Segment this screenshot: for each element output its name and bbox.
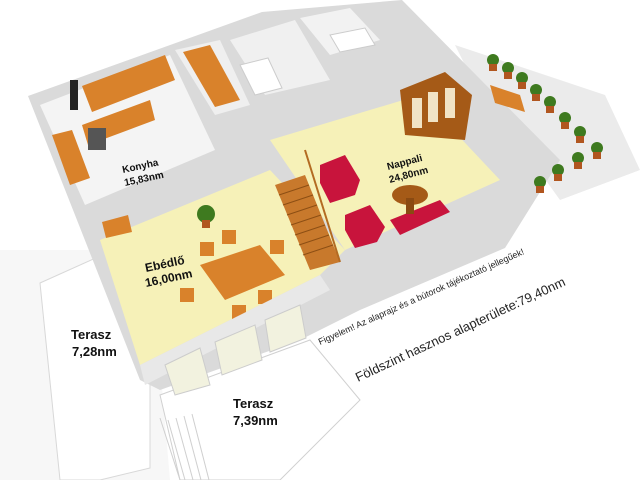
wardrobe-glass-2	[428, 92, 438, 122]
coffee-table-leg	[406, 198, 414, 214]
kitchen-upper-cabinets	[82, 55, 175, 112]
dining-sideboard	[102, 215, 132, 238]
sink-icon	[329, 27, 376, 53]
coffee-table	[392, 185, 428, 205]
window-2	[214, 324, 263, 376]
wardrobe-glass-3	[445, 88, 455, 118]
area-terasz-left: 7,28nm	[72, 344, 117, 359]
armchair-1	[320, 155, 360, 203]
terrace-railing	[159, 413, 210, 480]
oven-icon	[88, 128, 106, 150]
window-1	[164, 347, 211, 396]
dining-table	[200, 245, 285, 300]
chimney-hood-icon	[70, 80, 78, 110]
sofa	[390, 200, 450, 235]
bathtub-icon	[239, 57, 283, 96]
kitchen-side-cabinet	[52, 130, 90, 185]
terrace-right	[455, 45, 640, 200]
label-terasz-front: Terasz	[233, 396, 274, 411]
area-terasz-front: 7,39nm	[233, 413, 278, 428]
pantry-shelf	[183, 45, 240, 107]
dining-chairs	[180, 230, 284, 319]
wardrobe-glass-1	[412, 98, 422, 128]
terrace-plants	[487, 54, 603, 193]
terrace-front	[159, 339, 361, 480]
staircase	[275, 149, 341, 270]
terrace-bench	[490, 85, 525, 112]
armchair-2	[345, 205, 385, 248]
window-3	[264, 304, 307, 353]
label-terasz-left: Terasz	[71, 327, 112, 342]
dining-plant-icon	[197, 205, 215, 228]
